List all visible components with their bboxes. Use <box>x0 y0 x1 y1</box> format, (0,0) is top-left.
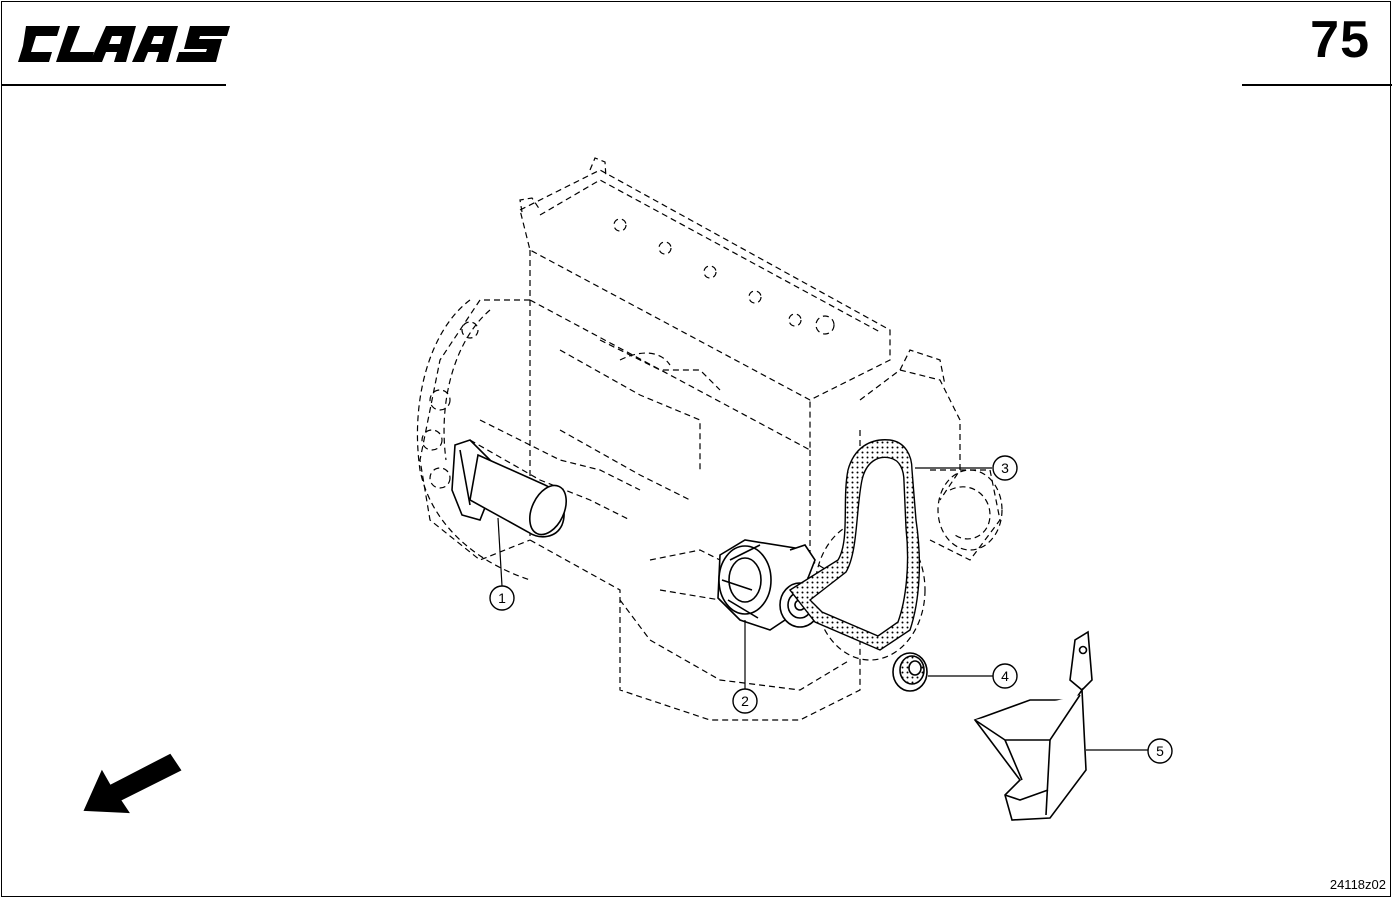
tension-roller <box>892 652 928 692</box>
header-rule-right <box>1242 84 1392 86</box>
leader-1 <box>497 517 503 587</box>
callout-3-circle <box>992 455 1018 481</box>
engine-block-outline <box>416 157 1003 721</box>
callout-1-circle <box>489 585 515 611</box>
callout-leaders <box>497 467 1148 751</box>
callout-5-circle <box>1147 738 1173 764</box>
header-rule-left <box>1 84 226 86</box>
drawing-code: 24118z02 <box>1329 877 1386 892</box>
belt-guard <box>973 630 1093 821</box>
callout-2-label: 2 <box>741 693 749 709</box>
callout-3-label: 3 <box>1001 460 1009 476</box>
callout-4-circle <box>992 663 1018 689</box>
v-belt <box>788 439 921 651</box>
callout-4-label: 4 <box>1001 668 1009 684</box>
direction-arrow-icon <box>83 753 182 814</box>
page-number: 75 <box>1310 11 1370 69</box>
callout-1-label: 1 <box>498 590 506 606</box>
callout-5-label: 5 <box>1156 743 1164 759</box>
oil-filter <box>451 439 567 538</box>
callout-2-circle <box>732 688 758 714</box>
claas-logo <box>18 26 230 62</box>
callout-circles <box>489 455 1173 764</box>
